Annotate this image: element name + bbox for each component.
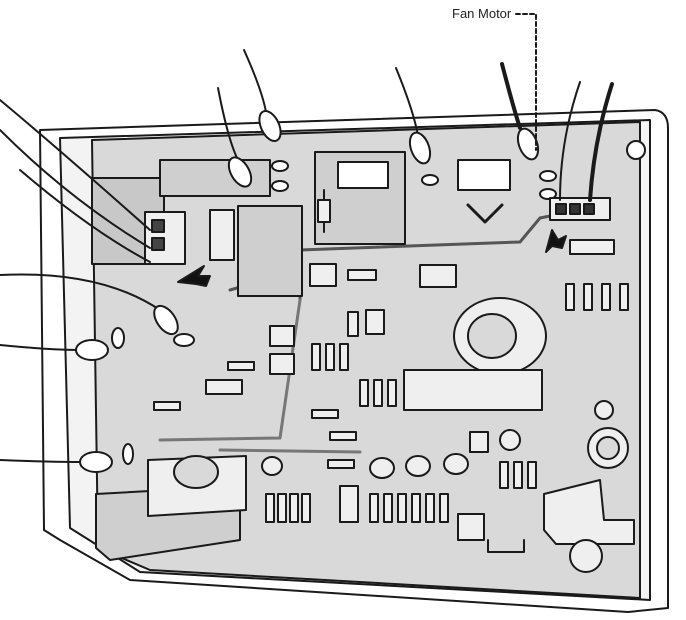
arrow-icon (177, 265, 211, 287)
connector-pin (569, 203, 581, 215)
relay-slot (337, 161, 389, 189)
transformer-block (237, 205, 303, 297)
wire-plugs (75, 110, 540, 473)
transformer-coil (173, 455, 219, 489)
resistor (347, 311, 359, 337)
component-square (365, 309, 385, 335)
resistor (419, 264, 457, 288)
resistor (347, 269, 377, 281)
ic-chip (403, 369, 543, 411)
small-ic (269, 325, 295, 347)
component-square (457, 513, 485, 541)
resistor-group-center (311, 343, 397, 407)
diode-body (317, 199, 331, 223)
v-connector (466, 203, 504, 224)
bracket-component (487, 539, 525, 553)
toroid-inner (467, 313, 517, 359)
fan-motor-label: Fan Motor (452, 6, 512, 21)
terminal-block-top (159, 159, 271, 197)
relay-block (314, 151, 406, 245)
resistor-group-lower-right (499, 461, 537, 489)
resistor (227, 361, 255, 371)
capacitor-round (594, 400, 614, 420)
connector-pin (555, 203, 567, 215)
wire-harness (0, 49, 614, 463)
terminal-slot (151, 219, 165, 233)
capacitor-block (209, 209, 235, 261)
heatsink (543, 479, 635, 545)
resistor-group-right (565, 283, 629, 311)
terminal-slot (151, 237, 165, 251)
component-square (339, 485, 359, 523)
relay-slot-2 (457, 159, 511, 191)
component-square (469, 431, 489, 453)
resistor-group-bottom (265, 493, 449, 523)
connector-pin (583, 203, 595, 215)
capacitor-bottom (569, 539, 603, 573)
capacitor-round (499, 429, 521, 451)
mounting-hole (626, 140, 646, 160)
resistor (311, 409, 339, 419)
resistor (327, 459, 355, 469)
small-ic (269, 353, 295, 375)
resistor (329, 431, 357, 441)
fan-motor-callout-line (515, 13, 537, 151)
component-square (309, 263, 337, 287)
resistor (205, 379, 243, 395)
arrow-icon (545, 229, 567, 253)
capacitor-round-inner (596, 436, 620, 460)
capacitor-row (261, 453, 469, 479)
connector-icon (569, 239, 615, 255)
resistor (153, 401, 181, 411)
mounting-slots (111, 160, 557, 465)
